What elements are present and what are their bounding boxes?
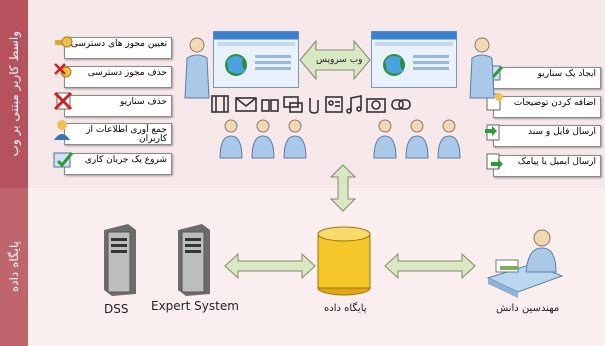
database-strip: پایگاه داده: [0, 188, 28, 346]
web-service-label: وب سرویس: [316, 55, 363, 65]
action-collect-user-info: جمع آوری اطلاعات از کاربران: [64, 123, 172, 145]
user-icon-5: [405, 119, 429, 159]
user-icon-1: [219, 119, 243, 159]
database-label: پایگاه داده: [324, 303, 367, 314]
media-icons-row: [211, 95, 411, 114]
action-remove-access-permission: حذف مجوز دسترسی: [64, 66, 172, 88]
user-info-icon: [54, 120, 70, 140]
expert-db-arrow: [224, 252, 316, 280]
knowledge-engineers-label: مهندسین دانش: [496, 303, 560, 314]
send-email-icon: [486, 153, 503, 170]
user-icon-4: [373, 119, 397, 159]
browser-window-right: [371, 31, 457, 88]
action-create-scenario: ایجاد یک سناریو: [493, 67, 601, 89]
key-icon: [55, 36, 73, 48]
action-delete-scenario: حذف سناریو: [64, 95, 172, 117]
user-icon-3: [283, 119, 307, 159]
vertical-double-arrow: [330, 164, 356, 212]
web-ui-strip-label: واسط کاربر مبتنی بر وب: [7, 31, 21, 157]
workflow-icon: [53, 152, 74, 168]
remove-key-icon: [54, 63, 72, 78]
db-engineers-arrow: [384, 252, 476, 280]
database-strip-label: پایگاه داده: [7, 241, 21, 293]
action-set-access-permissions: تعیین مجوز های دسترسی: [64, 37, 172, 59]
web-ui-strip: واسط کاربر مبتنی بر وب: [0, 0, 28, 188]
dss-label: DSS: [104, 302, 129, 316]
action-add-comments: اضافه کردن توضیحات: [493, 96, 601, 118]
expert-system-server-icon: [178, 224, 210, 296]
web-service-arrow: [299, 39, 371, 81]
send-file-icon: [485, 124, 500, 141]
expert-system-label: Expert System: [151, 299, 239, 313]
user-icon-2: [251, 119, 275, 159]
action-start-workflow: شروع یک جریان کاری: [64, 153, 172, 175]
user-left-icon: [184, 37, 210, 99]
dss-server-icon: [104, 224, 136, 296]
knowledge-engineer-icon: [486, 229, 564, 298]
user-icon-6: [437, 119, 461, 159]
action-send-file: ارسال فایل و سند: [493, 125, 601, 147]
action-send-email-sms: ارسال ایمیل یا پیامک: [493, 155, 601, 177]
delete-document-icon: [53, 91, 73, 111]
browser-window-left: [213, 31, 299, 88]
user-right-icon: [469, 37, 495, 99]
database-cylinder-icon: [317, 226, 371, 296]
